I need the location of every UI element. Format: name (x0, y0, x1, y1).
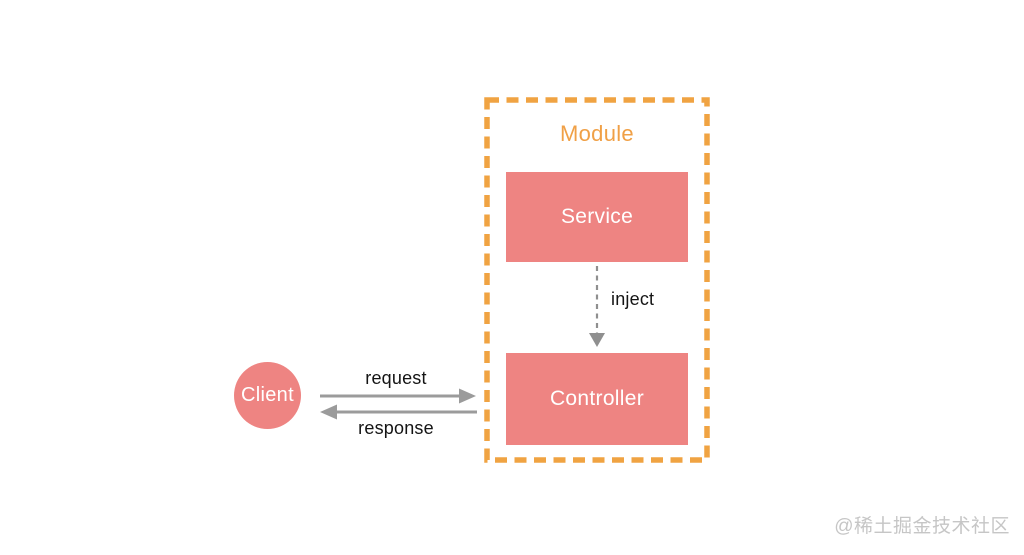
controller-node-label: Controller (549, 387, 645, 410)
service-node: Service (506, 172, 688, 262)
response-edge-label: response (358, 418, 434, 438)
module-label: Module (560, 121, 634, 146)
controller-node: Controller (506, 353, 688, 445)
service-node-label: Service (560, 205, 634, 228)
inject-edge-label: inject (611, 289, 655, 309)
request-arrowhead-icon (459, 388, 476, 404)
client-node: Client (234, 362, 301, 429)
module-dashed-border (484, 97, 710, 463)
inject-arrowhead-icon (589, 333, 605, 347)
response-arrowhead-icon (320, 404, 337, 420)
watermark-text: @稀土掘金技术社区 (834, 516, 1010, 537)
request-edge-label: request (365, 368, 427, 388)
client-node-label: Client (241, 384, 294, 406)
